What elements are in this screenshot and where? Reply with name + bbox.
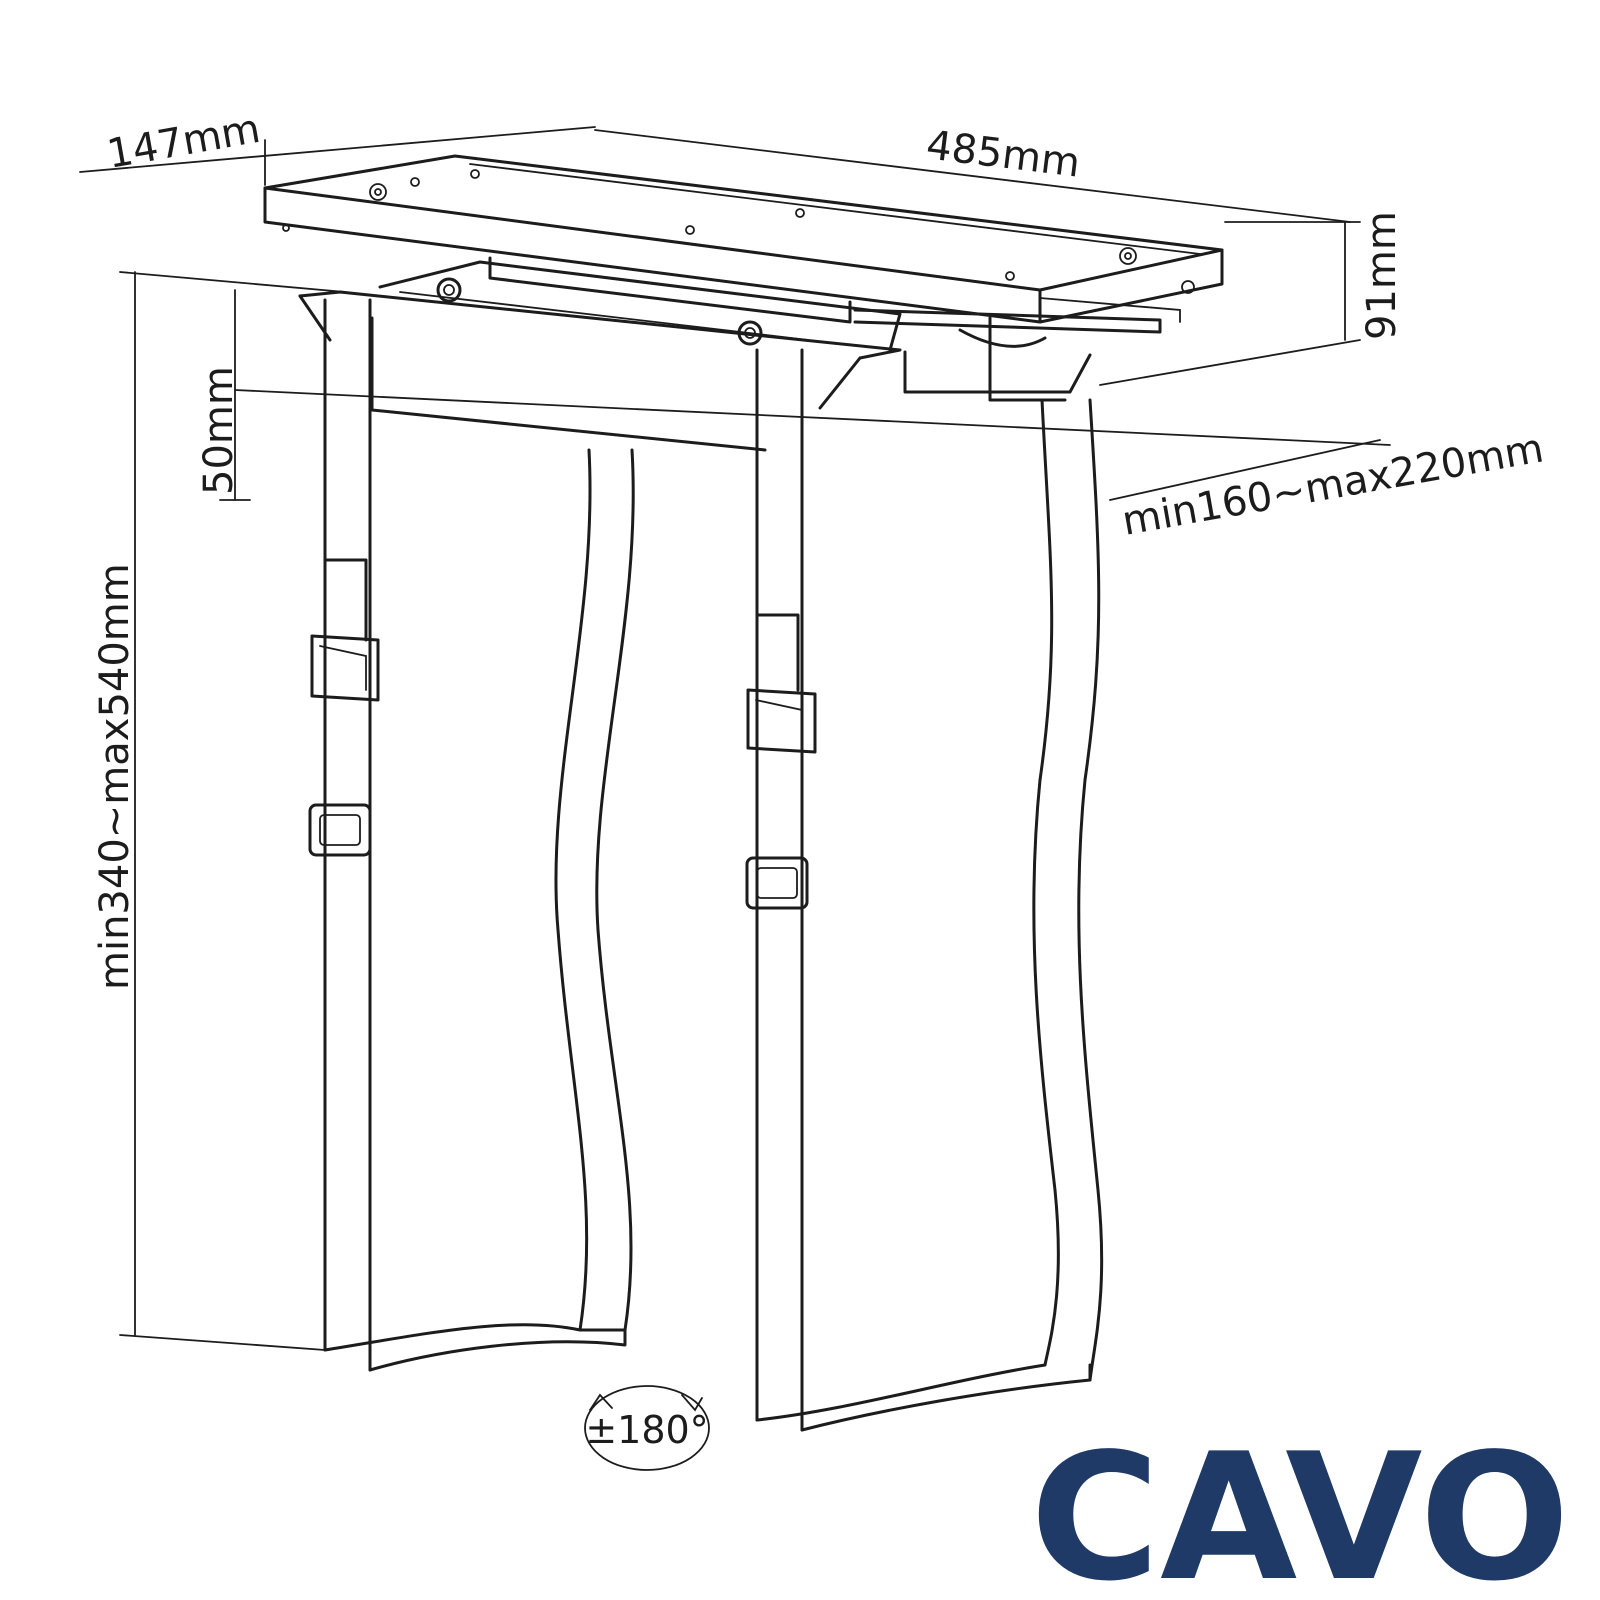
clamp-width-label: min160~max220mm: [1119, 425, 1547, 544]
bolt-icon: [436, 277, 462, 303]
rotation-indicator: ±180°: [584, 1385, 710, 1471]
right-bracket: [745, 348, 1104, 1432]
strap-buckle-icon: [310, 634, 380, 702]
brand-name: CAVO: [1030, 1417, 1570, 1600]
offset-label: 50mm: [196, 366, 242, 495]
left-bracket: [308, 298, 635, 1372]
slide-rail: [378, 256, 1181, 402]
dimension-labels: 147mm 485mm 91mm 50mm min160~max220mm mi…: [92, 106, 1547, 990]
plate-height-label: 91mm: [1359, 211, 1405, 340]
cavo-logo: CAVO: [1030, 1417, 1570, 1600]
depth-label: 147mm: [104, 106, 264, 178]
rotation-label: ±180°: [585, 1408, 708, 1452]
width-label: 485mm: [924, 122, 1083, 186]
top-mounting-plate: [263, 154, 1224, 324]
height-range-label: min340~max540mm: [92, 563, 138, 990]
strap-lock-icon: [745, 856, 809, 910]
cross-bar: [298, 290, 902, 452]
strap-buckle-icon: [746, 688, 817, 754]
dimension-lines: [79, 126, 1391, 1351]
strap-lock-icon: [308, 803, 372, 857]
